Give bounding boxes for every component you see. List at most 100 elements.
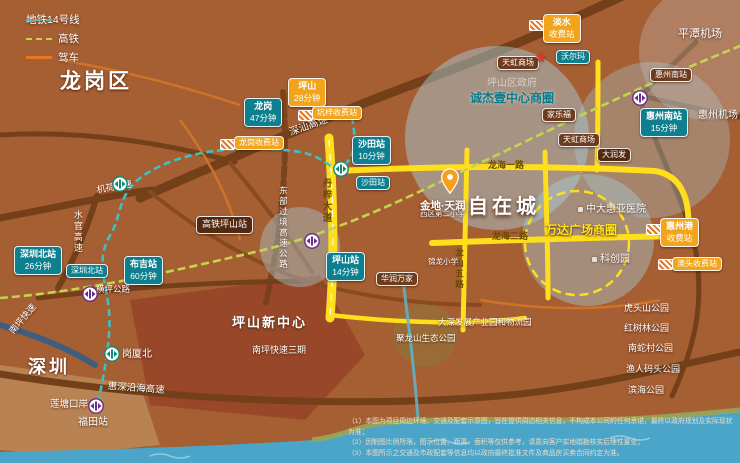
badge-huizhougang-toll: 惠州港 收费站 <box>660 218 700 247</box>
badge-sub: 15分钟 <box>650 122 678 133</box>
property-name: 自在城 <box>468 196 540 218</box>
poi-dot-icon <box>592 256 597 262</box>
badge-sub: 收费站 <box>666 232 693 243</box>
metro-station-icon <box>112 176 128 192</box>
label-pingshan-gov: 坪山区政府 <box>487 78 537 89</box>
badge-title: 龙岗 <box>254 101 273 111</box>
badge-longgang-time: 龙岗 47分钟 <box>244 98 283 127</box>
badge-sub: 收费站 <box>549 28 575 39</box>
hsr-line-path <box>0 44 740 300</box>
road-label-longhai2: 龙海二路 <box>492 231 529 241</box>
badge-darunfa: 大润发 <box>597 148 631 163</box>
toll-gate-icon <box>298 110 313 121</box>
badge-huarun: 华润万家 <box>376 272 418 287</box>
road-label-shuiguan: 水官高速 <box>72 210 83 254</box>
disclaimer-block: （1）本图为项目周边环境、交通及配套示意图，旨在提供周边相关信息，不构成本公司的… <box>348 417 736 459</box>
toll-gate-icon <box>529 20 544 31</box>
road-label-longhai1: 龙海一路 <box>488 160 525 170</box>
wanda-zone-ring <box>523 189 631 297</box>
badge-hsr-pingshan: 高铁坪山站 <box>196 216 254 234</box>
legend-rail-row: 高铁 <box>26 31 80 46</box>
metro-station-icon <box>632 90 648 106</box>
label-binhai-park: 滨海公园 <box>628 385 665 395</box>
badge-huizhou-south: 惠州南站 <box>650 68 692 83</box>
drive-line-sample <box>26 56 52 59</box>
label-hongshulin-park: 红树林公园 <box>624 323 670 333</box>
label-chengjie-zone: 诚杰壹中心商圈 <box>470 91 555 105</box>
badge-aotou-toll: 澳头收费站 <box>672 257 722 272</box>
disclaimer-line-1: （1）本图为项目周边环境、交通及配套示意图，旨在提供周边相关信息，不构成本公司的… <box>348 418 733 436</box>
badge-tianhong-1: 天虹商场 <box>497 56 539 71</box>
badge-pingshan-station-time: 坪山站 14分钟 <box>326 252 366 281</box>
label-kechuang: 科创园 <box>592 254 630 265</box>
toll-gate-icon <box>646 224 661 235</box>
toll-gate-icon <box>658 259 673 270</box>
label-wanda-zone: 万达广场商圈 <box>545 223 618 237</box>
label-hutoushan-park: 虎头山公园 <box>624 303 670 313</box>
badge-title: 深圳北站 <box>20 249 57 259</box>
legend-drive-row: 驾车 <box>26 50 80 65</box>
region-label-shenzhen: 深圳 <box>28 357 70 377</box>
property-pin-icon <box>440 168 460 200</box>
label-pingshan-center: 坪山新中心 <box>232 315 308 330</box>
badge-kengzi-toll: 坑梓收费站 <box>312 106 362 121</box>
legend-rail-label: 高铁 <box>58 33 79 45</box>
badge-tianhong-2: 天虹商场 <box>558 133 600 148</box>
badge-walmart: 沃尔玛 <box>556 50 590 65</box>
sea-area <box>0 410 740 463</box>
badge-buji-time: 布吉站 60分钟 <box>124 256 164 285</box>
badge-sub: 47分钟 <box>250 112 277 123</box>
badge-sub: 28分钟 <box>294 92 321 103</box>
metro-station-icon <box>304 233 320 249</box>
label-kechuang-text: 科创园 <box>600 254 630 265</box>
toll-gate-icon <box>220 139 235 150</box>
label-gangxiabei: 岗厦北 <box>122 349 152 360</box>
legend-metro-label: 地铁14号线 <box>26 14 80 26</box>
badge-title: 坪山站 <box>332 255 360 265</box>
badge-huizhou-time: 惠州南站 15分钟 <box>640 108 689 137</box>
badge-sub: 60分钟 <box>130 270 157 281</box>
badge-danshui-toll: 淡水 收费站 <box>543 14 581 43</box>
wave-marks <box>149 435 651 459</box>
metro-line-sample <box>26 18 52 21</box>
badge-title: 坪山 <box>298 81 317 91</box>
badge-sub: 10分钟 <box>358 150 385 161</box>
map-legend: 地铁14号线 高铁 驾车 <box>26 12 80 69</box>
label-hospital: 中大惠亚医院 <box>578 204 646 215</box>
label-liantang: 莲塘口岸 <box>50 399 89 410</box>
star-marker-icon: ★ <box>534 49 548 66</box>
metro-station-icon <box>104 346 120 362</box>
badge-szn-time: 深圳北站 26分钟 <box>14 246 63 275</box>
badge-title: 惠州南站 <box>646 111 683 121</box>
label-huizhou-airport: 惠州机场 <box>698 110 738 121</box>
badge-pingshan-time: 坪山 28分钟 <box>288 78 327 107</box>
property-brand: 金地·天润 <box>420 200 466 212</box>
badge-carrefour: 家乐福 <box>542 108 576 123</box>
road-label-nanping3: 南坪快速三期 <box>252 345 307 355</box>
disclaimer-line-3: （3）本图所示之交通及市政配套等信息均以政府最终批准文件及商品房买卖合同约定为准… <box>348 449 624 457</box>
road-label-longshan5: 龙山五路 <box>454 248 465 290</box>
label-xiqu2-school: 西区第二小学 <box>420 209 465 218</box>
label-yuren-park: 渔人码头公园 <box>626 364 681 374</box>
legend-metro-row: 地铁14号线 <box>26 12 80 27</box>
label-jinlong-school: 锦龙小学 <box>428 257 458 266</box>
label-julongshan-park: 聚龙山生态公园 <box>396 333 456 343</box>
road-label-danzi: 丹梓大道 <box>320 178 332 224</box>
label-hospital-text: 中大惠亚医院 <box>586 204 646 215</box>
metro-station-icon <box>82 286 98 302</box>
badge-title: 沙田站 <box>358 139 386 149</box>
legend-drive-label: 驾车 <box>58 52 79 64</box>
region-label-longgang: 龙岗区 <box>60 70 132 93</box>
label-pingtan-airport: 平潭机场 <box>678 28 722 40</box>
disclaimer-line-2: （2）因制图比例所限，图示位置、距离、面积等仅供参考，请意向客户实地踏勘核实后理… <box>348 439 645 447</box>
label-nanshecun-park: 南蛇村公园 <box>628 343 674 353</box>
shoreline <box>311 407 740 443</box>
label-futian: 福田站 <box>78 417 108 428</box>
label-dashen-logistics: 大深发展产业园和物流园 <box>438 317 532 327</box>
rail-line-sample <box>26 37 52 40</box>
badge-sub: 26分钟 <box>24 260 52 271</box>
badge-shatian-time: 沙田站 10分钟 <box>352 136 392 165</box>
road-label-dongbu: 东部过境高速公路 <box>278 186 289 270</box>
badge-title: 淡水 <box>552 17 571 27</box>
